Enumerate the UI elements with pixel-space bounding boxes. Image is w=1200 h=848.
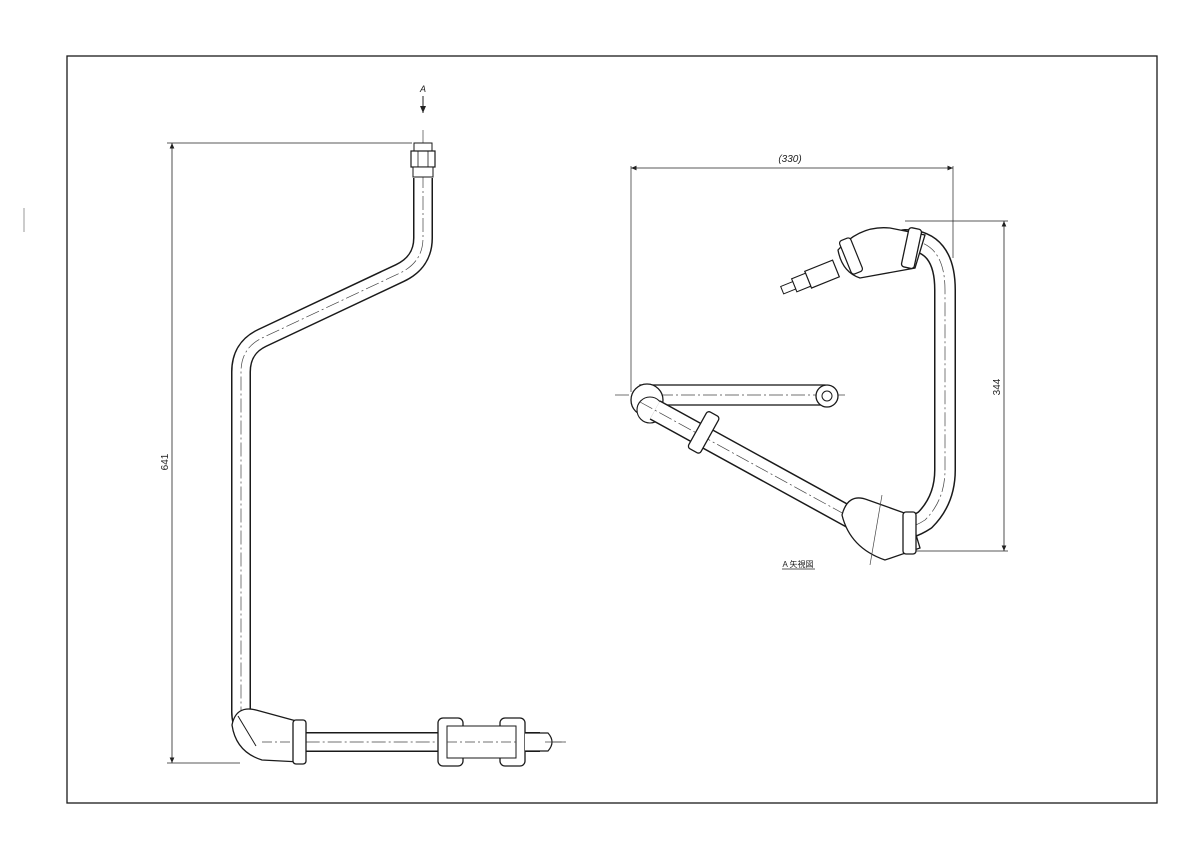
side-view: A [160, 84, 566, 767]
width-dimension-label: (330) [778, 154, 801, 165]
arrow-view: (330) 344 [615, 154, 1008, 570]
lower-elbow-clamp [841, 494, 921, 566]
drawing-frame [66, 55, 1158, 804]
view-arrow-label: A [419, 84, 426, 94]
loop-pipe-centerline [639, 239, 946, 531]
pipe-outline [231, 178, 540, 752]
vertical-dimension-label: 344 [992, 378, 1003, 395]
pipe-centerline [240, 130, 565, 743]
height-dimension-label: 641 [160, 453, 171, 470]
diagonal-clamp [687, 411, 720, 454]
height-dimension-641 [167, 142, 412, 764]
width-dimension [630, 165, 954, 392]
vertical-dimension [905, 220, 1008, 552]
top-fitting [410, 142, 436, 178]
upper-elbow-clamp [837, 227, 926, 279]
view-caption: A 矢視図 [782, 559, 813, 569]
end-bracket [437, 717, 566, 767]
upper-fitting [780, 259, 841, 295]
bottom-elbow-clamp [231, 708, 307, 765]
horizontal-stub [615, 383, 845, 424]
